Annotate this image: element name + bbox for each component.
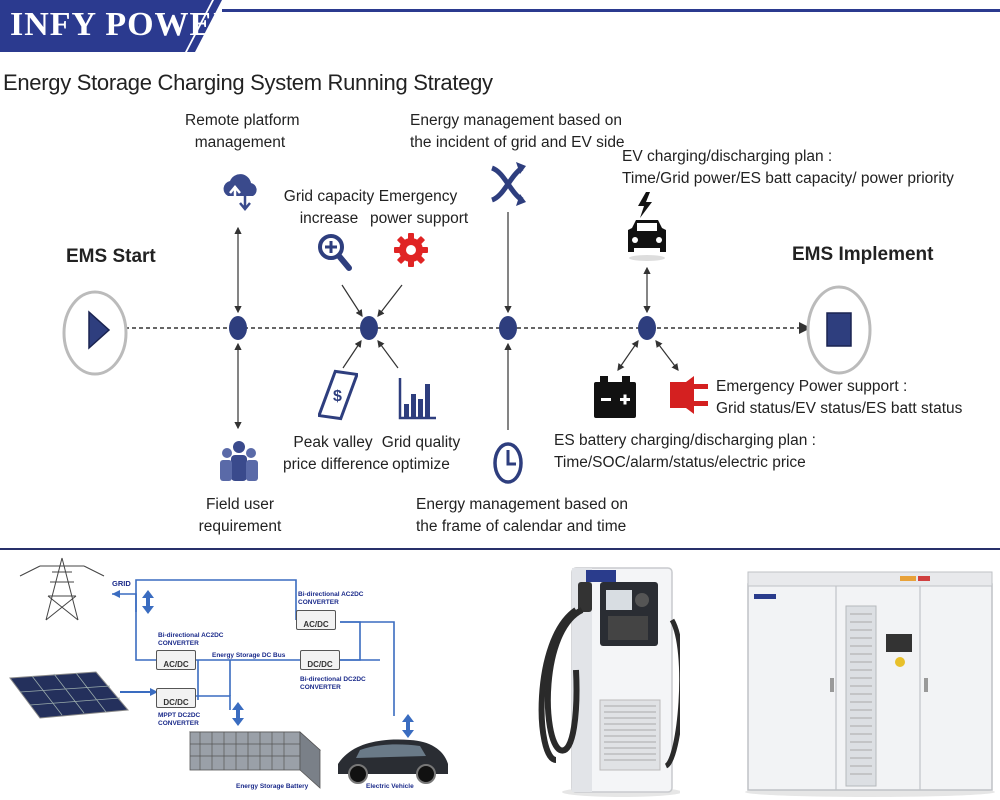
storage-cabinet-image xyxy=(745,571,995,797)
ev-label: Electric Vehicle xyxy=(366,783,414,790)
brand-bar xyxy=(0,0,1000,52)
label-ev-plan: EV charging/discharging plan :Time/Grid … xyxy=(622,148,954,187)
brand-logo-text: INFY POWER xyxy=(10,6,239,43)
cloud-sync-icon xyxy=(223,174,257,211)
car-charging-icon xyxy=(628,192,666,261)
stop-icon xyxy=(806,285,872,375)
strategy-diagram xyxy=(125,212,811,430)
page-title: Energy Storage Charging System Running S… xyxy=(3,70,493,95)
solar-panel-icon xyxy=(9,671,129,719)
label-emergency-status: Emergency Power support :Grid status/EV … xyxy=(716,378,963,417)
users-icon xyxy=(220,441,258,481)
battery-icon xyxy=(594,376,636,418)
svg-text:$: $ xyxy=(333,388,342,405)
label-es-plan: ES battery charging/discharging plan :Ti… xyxy=(554,432,816,471)
dcdc-right-converter: DC/DC xyxy=(300,650,340,670)
battery-label: Energy Storage Battery xyxy=(236,783,309,790)
gear-icon xyxy=(394,233,428,267)
ems-start-label: EMS Start xyxy=(66,246,156,267)
shuffle-icon xyxy=(490,162,526,206)
ev-car-icon xyxy=(338,739,448,784)
bar-chart-icon xyxy=(398,378,436,420)
clock-icon xyxy=(493,442,523,484)
section-divider xyxy=(0,548,1000,550)
mppt-converter: DC/DC xyxy=(156,688,196,708)
acdc-left-converter: AC/DC xyxy=(156,650,196,670)
dc-bus-label: Energy Storage DC Bus xyxy=(212,652,286,659)
system-topology-diagram xyxy=(9,557,448,789)
magnifier-plus-icon xyxy=(318,234,352,271)
plug-icon xyxy=(670,376,708,414)
grid-label: GRID xyxy=(112,579,131,588)
money-tag-icon: $ xyxy=(318,369,358,421)
play-icon xyxy=(62,290,128,376)
ems-implement-label: EMS Implement xyxy=(792,244,934,265)
acdc-top-converter: AC/DC xyxy=(296,610,336,630)
power-tower-icon xyxy=(19,557,105,621)
ev-charger-image xyxy=(538,567,680,797)
battery-rack-icon xyxy=(188,731,322,789)
